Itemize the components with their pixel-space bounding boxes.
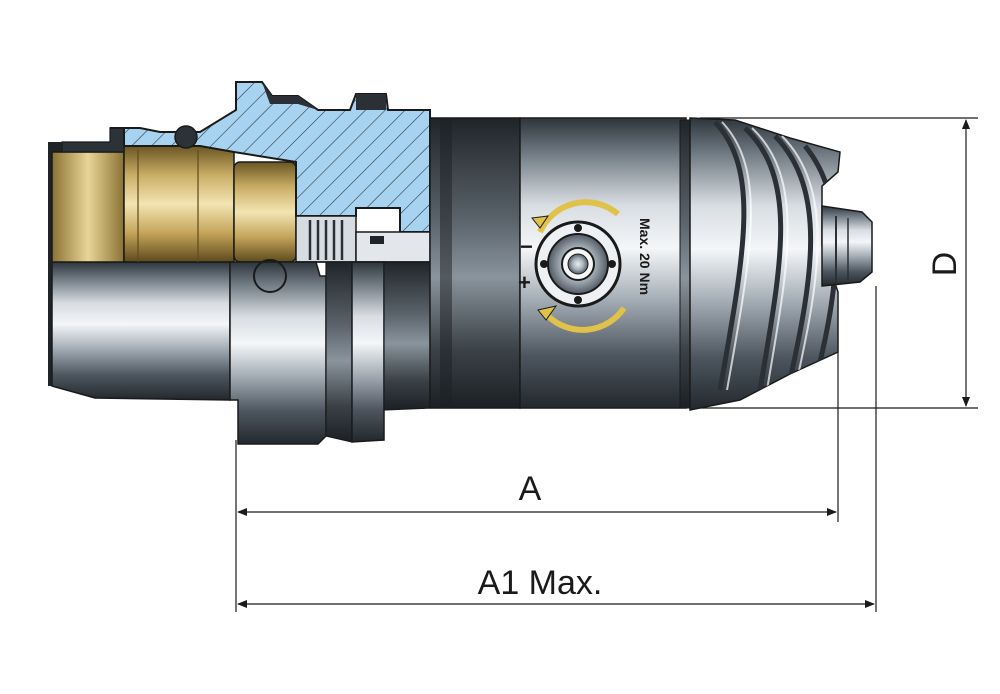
threaded-insert xyxy=(295,215,431,263)
flange-section xyxy=(110,81,431,233)
shank-body xyxy=(48,127,297,401)
minus-sign: − xyxy=(520,234,533,259)
torque-marking: Max. 20 Nm − + xyxy=(518,218,653,295)
dimension-lines xyxy=(235,117,978,612)
dimension-a1-label: A1 Max. xyxy=(478,564,603,602)
jaw-head xyxy=(689,117,841,411)
plus-sign: + xyxy=(518,270,531,295)
dimension-a-label: A xyxy=(519,470,542,508)
torque-text: Max. 20 Nm xyxy=(637,218,653,295)
flange-rings xyxy=(229,259,431,445)
dark-collar xyxy=(429,117,521,409)
torque-adjuster xyxy=(531,199,627,333)
dimension-d-label: D xyxy=(926,252,964,277)
chuck-jaws xyxy=(821,205,873,287)
